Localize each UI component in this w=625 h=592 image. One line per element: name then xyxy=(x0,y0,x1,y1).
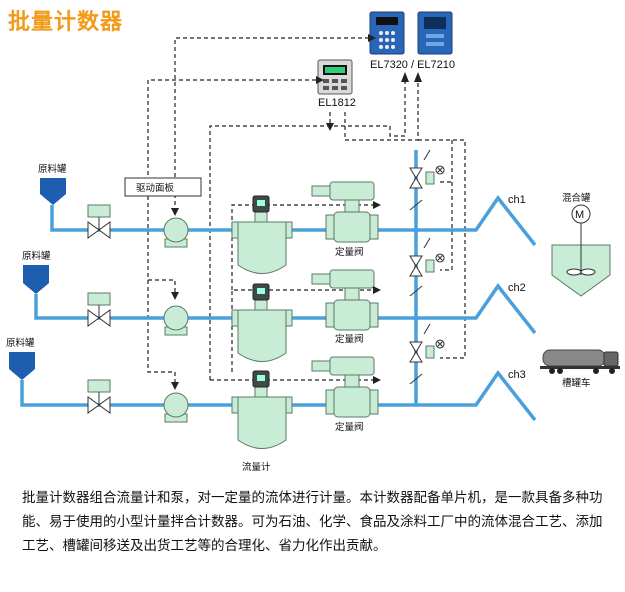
channel-label-3: ch3 xyxy=(508,369,526,381)
raw-tank-3 xyxy=(9,352,35,380)
raw-tank-label-3: 原料罐 xyxy=(6,337,35,349)
drive-panel-box xyxy=(124,177,202,197)
controller-el7320 xyxy=(369,11,405,55)
mixer-motor-symbol: M xyxy=(575,209,584,221)
mixing-tank xyxy=(551,204,611,297)
raw-tank-2 xyxy=(23,265,49,294)
drive-panel-label: 驱动面板 xyxy=(136,182,175,194)
tanker-truck xyxy=(540,349,620,374)
inlet-valve-2 xyxy=(87,292,111,327)
controller-top-label: EL7320 / EL7210 xyxy=(370,59,455,71)
pump-1 xyxy=(163,217,189,248)
valve-label-3: 定量阀 xyxy=(335,421,364,433)
branch-valve-3 xyxy=(409,323,445,385)
flowmeter-2 xyxy=(231,283,293,362)
pump-3 xyxy=(163,392,189,423)
raw-tank-label-2: 原料罐 xyxy=(22,250,51,262)
channel-label-2: ch2 xyxy=(508,282,526,294)
raw-tank-label-1: 原料罐 xyxy=(38,163,67,175)
quantitative-valve-1 xyxy=(311,181,379,243)
tanker-label: 槽罐车 xyxy=(562,377,591,389)
flowmeter-1 xyxy=(231,195,293,274)
process-diagram: 原料罐 原料罐 原料罐 驱动面板 xyxy=(6,11,620,473)
controller-small-label: EL1812 xyxy=(318,97,356,109)
raw-tank-1 xyxy=(40,178,66,205)
branch-valve-2 xyxy=(409,237,445,297)
quantitative-valve-2 xyxy=(311,269,379,331)
mixing-tank-label: 混合罐 xyxy=(562,192,591,204)
valve-label-2: 定量阀 xyxy=(335,333,364,345)
flowmeter-3 xyxy=(231,370,293,449)
controller-el1812 xyxy=(317,59,353,95)
valve-label-1: 定量阀 xyxy=(335,246,364,258)
branch-valve-1 xyxy=(409,149,445,211)
control-lines xyxy=(147,37,466,386)
inlet-valve-1 xyxy=(87,204,111,239)
pump-2 xyxy=(163,305,189,336)
flowmeter-label: 流量计 xyxy=(242,461,271,473)
description-text: 批量计数器组合流量计和泵，对一定量的流体进行计量。本计数器配备单片机，是一款具备… xyxy=(22,490,603,554)
arrowheads xyxy=(171,34,422,390)
channel-label-1: ch1 xyxy=(508,194,526,206)
inlet-valve-3 xyxy=(87,379,111,414)
page-title: 批量计数器 xyxy=(8,10,124,35)
quantitative-valve-3 xyxy=(311,356,379,418)
controller-el7210 xyxy=(417,11,453,55)
